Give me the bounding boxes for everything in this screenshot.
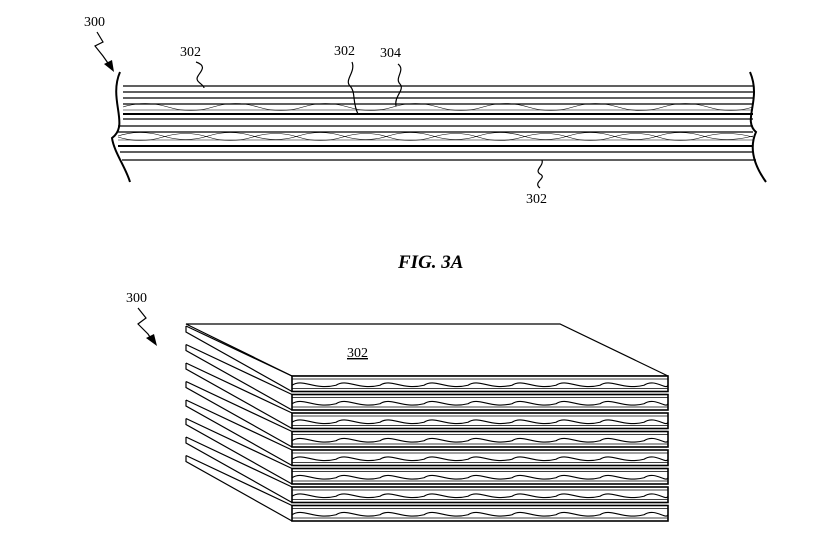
- ref-302-top: 302: [180, 45, 201, 60]
- ref-304-leader: [395, 63, 402, 107]
- stack-layer: [185, 343, 669, 411]
- layer-lines: [118, 85, 756, 161]
- ref-302-mid-leader: [347, 61, 359, 115]
- stack-layer: [185, 362, 669, 430]
- wavy-core-lower: [117, 132, 754, 140]
- ref-302-bottom-leader: [537, 159, 543, 189]
- figure-caption: FIG. 3A: [397, 252, 463, 273]
- ref-302-top-sheet: 302: [347, 346, 368, 361]
- wavy-core-lower-b: [117, 133, 754, 141]
- wavy-core-upper: [122, 103, 754, 111]
- top-sheet: [185, 323, 669, 377]
- ref-300-a-leader: [94, 31, 111, 67]
- stack-layer: [185, 417, 669, 485]
- ref-300-a-arrowhead: [104, 60, 114, 72]
- stack-layer: [185, 380, 669, 448]
- ref-302-bottom: 302: [526, 192, 547, 207]
- stack-layer: [185, 325, 669, 393]
- stack-layer: [185, 436, 669, 504]
- stack-layer: [185, 454, 669, 522]
- figure-3b-stack: 300 302: [126, 291, 669, 522]
- ref-300-b: 300: [126, 291, 147, 306]
- right-break-curve: [749, 71, 767, 183]
- left-break-curve: [110, 71, 131, 183]
- stack-layers: [185, 325, 669, 522]
- stack-layer: [185, 399, 669, 467]
- ref-300-b-leader: [137, 307, 153, 341]
- ref-300-b-arrowhead: [146, 334, 157, 346]
- ref-302-mid: 302: [334, 44, 355, 59]
- figure-3a-cross-section: 300 302 302 304 302 FIG. 3A: [84, 15, 767, 273]
- ref-304: 304: [380, 46, 401, 61]
- ref-302-top-leader: [195, 61, 205, 89]
- ref-300-a: 300: [84, 15, 105, 30]
